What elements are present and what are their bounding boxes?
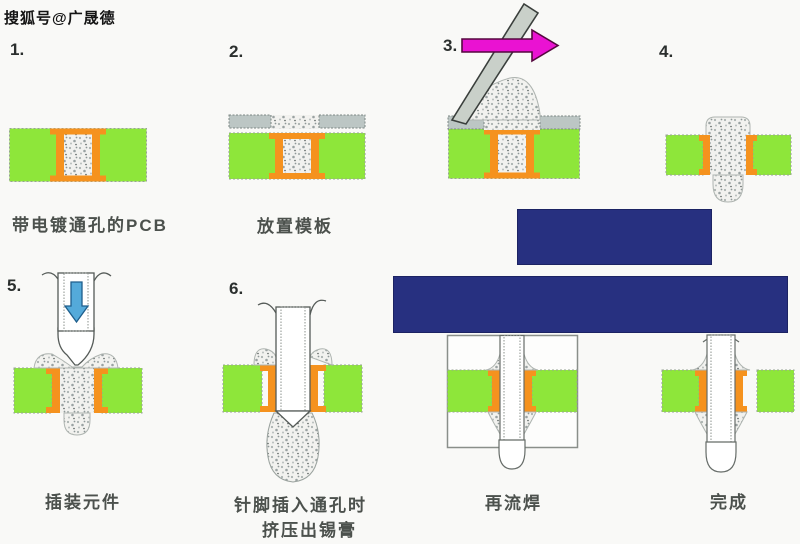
stencil-aperture [271,115,319,129]
paste-bottom-bulge [63,412,91,436]
paste-mound-right [309,348,333,366]
reflow-caption: 再流焊 [485,494,542,513]
step-6-caption-line2: 挤压出锡膏 [262,521,357,540]
component-insertion-arrow-icon [63,281,90,324]
watermark-text: 搜狐号@广晟德 [4,10,116,27]
pcb-board-left [222,364,263,413]
paste-mound-left [253,348,277,366]
pin-tip [274,410,312,428]
step-2-caption: 放置模板 [257,217,333,236]
panel-7-reflow [446,334,579,470]
pcb-board-right [101,367,143,414]
plated-hole-pads [695,370,747,412]
component-lead-body [275,306,311,412]
pcb-board-right [323,364,363,413]
step-6-caption-line1: 针脚插入通孔时 [234,496,367,515]
step-1-number: 1. [10,40,25,59]
panel-8-complete [661,334,795,473]
panel-2-stencil-placed [228,114,366,180]
redaction-bar-small [517,209,712,265]
paste-mounds [33,353,119,369]
pin-tip [57,327,95,366]
stencil-plate [228,114,366,129]
pcb-board-left [665,134,704,176]
pcb-board-right [756,369,795,413]
component-pin [706,334,736,448]
plated-hole-pads [46,368,108,413]
pcb-board-left [661,369,700,413]
squeezed-paste-blob [266,412,320,483]
complete-caption: 完成 [710,493,748,512]
lead-top-curls [41,272,112,282]
hole-paste [710,135,746,175]
plated-hole-pads [484,128,540,179]
hole-paste [60,368,94,413]
panel-3-paste-printing [447,2,581,179]
component-lead-inner-wall [280,306,306,412]
panel-6-pin-inserted [222,299,363,483]
step-5-number: 5. [7,276,22,295]
step-5-caption: 插装元件 [45,493,121,512]
pcb-board-left [13,367,53,414]
step-4-number: 4. [659,42,674,61]
squeegee-direction-arrow-icon [461,28,560,63]
step-3-number: 3. [443,36,458,55]
pin-tip [498,439,526,470]
pcb-board-right [752,134,792,176]
hole-barrel-texture [64,128,92,182]
redaction-bar-large [393,276,788,333]
plated-hole-pads [50,128,106,182]
component-lead-inner-wall [63,272,89,332]
panel-5-component-insertion [13,272,143,436]
plated-hole-pads [699,135,757,175]
pcb-board-right [531,369,578,413]
paste-top-bump [705,116,751,137]
pin-tip [705,441,737,473]
hole-paste [498,128,526,179]
panel-4-paste-filled-hole [665,116,792,203]
paste-bottom-bulge [712,174,744,203]
hole-barrel-texture [283,133,311,179]
panel-1-plated-hole-pcb [9,128,147,182]
lead-top-curls [257,299,327,316]
step-1-caption: 带电镀通孔的PCB [12,216,168,235]
step-2-number: 2. [229,42,244,61]
pcb-board-left [447,369,493,413]
plated-hole-pads [488,370,536,412]
plated-hole-pads [269,133,325,179]
plated-hole-pads [260,365,326,412]
step-6-number: 6. [229,279,244,298]
